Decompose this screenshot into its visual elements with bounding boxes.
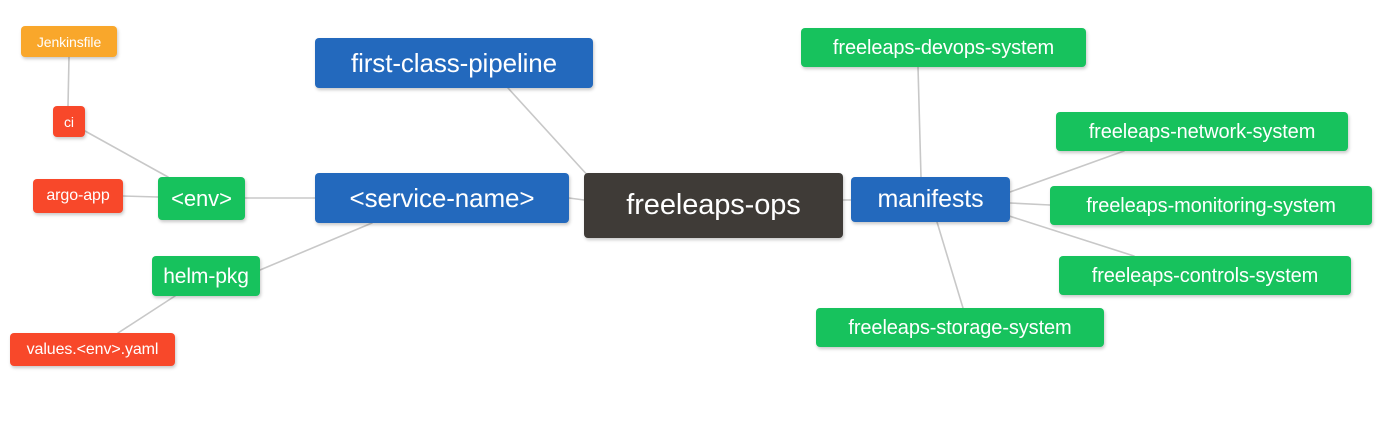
edge-manifests-storage: [936, 221, 964, 309]
edge-manifests-monitoring: [1009, 202, 1051, 206]
node-label-jenkinsfile: Jenkinsfile: [36, 33, 102, 50]
edge-env-ci: [84, 130, 169, 178]
node-ci[interactable]: ci: [53, 106, 85, 137]
node-label-freeleaps-monitoring-system: freeleaps-monitoring-system: [1086, 194, 1336, 217]
node-label-argo-app: argo-app: [46, 187, 110, 204]
node-first-class-pipeline[interactable]: first-class-pipeline: [315, 38, 593, 88]
node-manifests[interactable]: manifests: [851, 177, 1010, 222]
node-label-freeleaps-storage-system: freeleaps-storage-system: [848, 316, 1072, 339]
node-label-helm-pkg: helm-pkg: [163, 264, 249, 288]
node-label-freeleaps-controls-system: freeleaps-controls-system: [1091, 264, 1319, 287]
edge-manifests-devops: [917, 66, 922, 178]
node-label-ci: ci: [64, 113, 74, 130]
edge-ops-service: [568, 197, 585, 201]
node-label-freeleaps-ops: freeleaps-ops: [626, 189, 801, 221]
node-freeleaps-controls-system[interactable]: freeleaps-controls-system: [1059, 256, 1351, 295]
node-label-freeleaps-devops-system: freeleaps-devops-system: [832, 36, 1055, 59]
node-jenkinsfile[interactable]: Jenkinsfile: [21, 26, 117, 57]
node-label-manifests: manifests: [877, 185, 984, 213]
node-label-service-name: <service-name>: [349, 183, 535, 213]
node-argo-app[interactable]: argo-app: [33, 179, 123, 213]
node-label-env: <env>: [171, 185, 232, 211]
node-freeleaps-ops[interactable]: freeleaps-ops: [584, 173, 843, 238]
node-label-first-class-pipeline: first-class-pipeline: [350, 48, 558, 78]
node-helm-pkg[interactable]: helm-pkg: [152, 256, 260, 296]
edge-ci-jenkinsfile: [67, 56, 70, 107]
edge-service-helm: [259, 222, 373, 271]
node-values-yaml[interactable]: values.<env>.yaml: [10, 333, 175, 366]
node-label-freeleaps-network-system: freeleaps-network-system: [1088, 120, 1316, 143]
node-freeleaps-network-system[interactable]: freeleaps-network-system: [1056, 112, 1348, 151]
node-freeleaps-devops-system[interactable]: freeleaps-devops-system: [801, 28, 1086, 67]
node-service-name[interactable]: <service-name>: [315, 173, 569, 223]
node-label-values-yaml: values.<env>.yaml: [26, 340, 159, 358]
edge-helm-values: [117, 295, 176, 334]
node-freeleaps-storage-system[interactable]: freeleaps-storage-system: [816, 308, 1104, 347]
node-env[interactable]: <env>: [158, 177, 245, 220]
edge-env-argoapp: [122, 195, 159, 198]
node-freeleaps-monitoring-system[interactable]: freeleaps-monitoring-system: [1050, 186, 1372, 225]
edge-ops-pipeline: [507, 87, 591, 179]
